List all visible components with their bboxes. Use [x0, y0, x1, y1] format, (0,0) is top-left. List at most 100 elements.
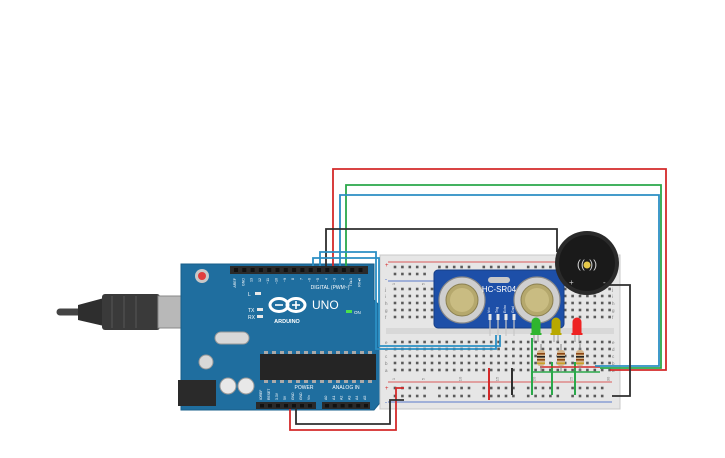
power-pin-hole[interactable]: [276, 404, 280, 408]
breadboard-hole[interactable]: [393, 340, 397, 344]
breadboard-hole[interactable]: [526, 368, 530, 372]
breadboard-hole[interactable]: [563, 287, 567, 291]
breadboard-hole[interactable]: [438, 354, 441, 358]
breadboard-hole[interactable]: [408, 301, 412, 305]
power-pin-hole[interactable]: [260, 404, 264, 408]
breadboard-hole[interactable]: [504, 354, 508, 358]
breadboard-hole[interactable]: [556, 347, 560, 351]
breadboard-hole[interactable]: [467, 394, 471, 398]
digital-pin-hole[interactable]: [250, 268, 255, 272]
breadboard-hole[interactable]: [586, 315, 589, 319]
breadboard-hole[interactable]: [512, 386, 515, 390]
breadboard-hole[interactable]: [482, 340, 486, 344]
breadboard-hole[interactable]: [430, 354, 434, 358]
breadboard-hole[interactable]: [489, 386, 493, 390]
breadboard-hole[interactable]: [519, 340, 523, 344]
breadboard-hole[interactable]: [401, 368, 404, 372]
sensor-pin[interactable]: [504, 314, 508, 320]
breadboard-hole[interactable]: [460, 265, 463, 269]
led-green[interactable]: [530, 317, 542, 343]
breadboard-hole[interactable]: [578, 394, 582, 398]
breadboard-hole[interactable]: [430, 287, 434, 291]
digital-pin-hole[interactable]: [317, 268, 321, 272]
breadboard-hole[interactable]: [519, 361, 523, 365]
breadboard-hole[interactable]: [608, 340, 611, 344]
breadboard-hole[interactable]: [541, 386, 545, 390]
breadboard-hole[interactable]: [556, 394, 560, 398]
breadboard-hole[interactable]: [519, 347, 523, 351]
breadboard-hole[interactable]: [430, 294, 434, 298]
breadboard-hole[interactable]: [497, 265, 500, 269]
breadboard-hole[interactable]: [430, 308, 434, 312]
breadboard-hole[interactable]: [519, 368, 523, 372]
breadboard-hole[interactable]: [526, 265, 530, 269]
breadboard-hole[interactable]: [600, 301, 604, 305]
breadboard-hole[interactable]: [541, 347, 545, 351]
breadboard-hole[interactable]: [475, 340, 478, 344]
breadboard-hole[interactable]: [608, 294, 611, 298]
breadboard-hole[interactable]: [467, 386, 471, 390]
breadboard-hole[interactable]: [401, 340, 404, 344]
breadboard-hole[interactable]: [556, 386, 560, 390]
analog-pin-hole[interactable]: [364, 404, 368, 408]
breadboard-hole[interactable]: [423, 394, 426, 398]
breadboard-hole[interactable]: [497, 368, 500, 372]
breadboard-hole[interactable]: [408, 265, 412, 269]
breadboard-hole[interactable]: [600, 315, 604, 319]
breadboard-hole[interactable]: [393, 287, 397, 291]
breadboard-hole[interactable]: [600, 340, 604, 344]
breadboard-hole[interactable]: [586, 361, 589, 365]
breadboard-hole[interactable]: [571, 340, 574, 344]
breadboard-hole[interactable]: [586, 386, 589, 390]
breadboard-hole[interactable]: [600, 394, 604, 398]
breadboard-hole[interactable]: [393, 294, 397, 298]
breadboard-hole[interactable]: [452, 394, 456, 398]
breadboard-hole[interactable]: [401, 272, 404, 276]
breadboard-hole[interactable]: [452, 361, 456, 365]
breadboard-hole[interactable]: [571, 368, 574, 372]
breadboard-hole[interactable]: [608, 301, 611, 305]
breadboard-hole[interactable]: [571, 394, 574, 398]
breadboard-hole[interactable]: [497, 386, 500, 390]
breadboard-hole[interactable]: [578, 294, 582, 298]
breadboard-hole[interactable]: [401, 265, 404, 269]
breadboard-hole[interactable]: [504, 347, 508, 351]
breadboard-hole[interactable]: [593, 340, 597, 344]
breadboard-hole[interactable]: [408, 386, 412, 390]
breadboard-hole[interactable]: [430, 361, 434, 365]
breadboard-hole[interactable]: [512, 347, 515, 351]
breadboard-hole[interactable]: [549, 354, 552, 358]
breadboard-hole[interactable]: [415, 294, 419, 298]
analog-pin-hole[interactable]: [325, 404, 329, 408]
breadboard-hole[interactable]: [512, 265, 515, 269]
breadboard-hole[interactable]: [452, 386, 456, 390]
breadboard-hole[interactable]: [586, 340, 589, 344]
breadboard-hole[interactable]: [593, 386, 597, 390]
breadboard-hole[interactable]: [415, 354, 419, 358]
digital-pin-hole[interactable]: [267, 268, 272, 272]
breadboard-hole[interactable]: [482, 394, 486, 398]
breadboard-hole[interactable]: [475, 368, 478, 372]
breadboard-hole[interactable]: [415, 301, 419, 305]
breadboard-hole[interactable]: [423, 272, 426, 276]
breadboard-hole[interactable]: [541, 265, 545, 269]
sensor-pin[interactable]: [488, 314, 492, 320]
led-yellow[interactable]: [550, 317, 562, 343]
resistor-2[interactable]: [557, 344, 565, 372]
breadboard-hole[interactable]: [460, 354, 463, 358]
breadboard-hole[interactable]: [526, 361, 530, 365]
breadboard-hole[interactable]: [438, 361, 441, 365]
breadboard-hole[interactable]: [593, 347, 597, 351]
breadboard-hole[interactable]: [445, 368, 449, 372]
breadboard-hole[interactable]: [504, 361, 508, 365]
breadboard-hole[interactable]: [401, 394, 404, 398]
breadboard-hole[interactable]: [593, 315, 597, 319]
breadboard-hole[interactable]: [526, 386, 530, 390]
breadboard-hole[interactable]: [512, 361, 515, 365]
breadboard-hole[interactable]: [593, 301, 597, 305]
breadboard-hole[interactable]: [482, 354, 486, 358]
breadboard-hole[interactable]: [593, 361, 597, 365]
breadboard-hole[interactable]: [423, 265, 426, 269]
power-pin-hole[interactable]: [284, 404, 288, 408]
